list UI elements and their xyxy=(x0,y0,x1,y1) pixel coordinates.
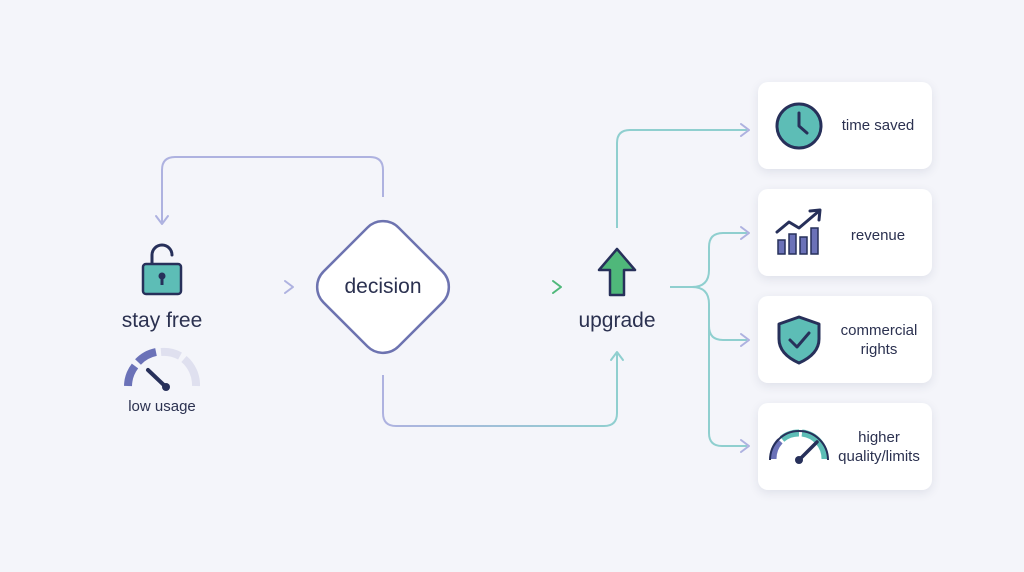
growth-chart-icon xyxy=(775,208,822,255)
benefit-card-revenue: revenue xyxy=(758,189,932,276)
upgrade-arrowhead xyxy=(552,280,562,294)
shield-check-icon xyxy=(777,315,821,365)
decision-arrowhead xyxy=(284,280,294,294)
benefit-card-higher-quality: higher quality/limits xyxy=(758,403,932,490)
up-arrow-icon xyxy=(597,247,637,297)
decision-label: decision xyxy=(344,275,422,298)
loop-back-arrowhead xyxy=(155,215,169,225)
decision-diamond xyxy=(315,219,451,355)
stay-free-label: stay free xyxy=(121,309,203,332)
branch-to-revenue xyxy=(691,232,747,288)
benefit-label: higher quality/limits xyxy=(838,429,920,465)
benefit-label: commercial rights xyxy=(840,322,918,358)
benefit-label: time saved xyxy=(841,117,915,134)
lock-icon xyxy=(141,243,183,296)
branch-to-commercial xyxy=(691,286,747,341)
benefit-card-time-saved: time saved xyxy=(758,82,932,169)
commercial-arrowhead xyxy=(740,333,750,347)
time-arrowhead xyxy=(740,123,750,137)
low-usage-label: low usage xyxy=(128,398,196,415)
revenue-arrowhead xyxy=(740,226,750,240)
upgrade-label: upgrade xyxy=(578,309,656,332)
benefit-card-commercial-rights: commercial rights xyxy=(758,296,932,383)
branch-to-quality xyxy=(708,326,747,447)
bottom-arrowhead xyxy=(610,351,624,361)
speedometer-icon xyxy=(769,429,829,464)
upgrade-to-time-connector xyxy=(616,129,747,228)
quality-arrowhead xyxy=(740,439,750,453)
bottom-connector xyxy=(382,354,618,427)
loop-back-connector xyxy=(161,156,384,222)
benefit-label: revenue xyxy=(850,227,906,244)
low-usage-gauge-icon xyxy=(124,347,200,391)
clock-icon xyxy=(775,102,823,150)
